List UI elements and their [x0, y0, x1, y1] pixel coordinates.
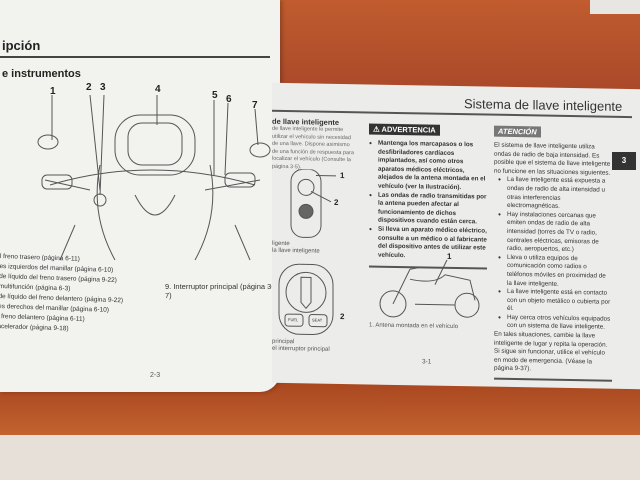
- col1-text: de llave inteligente le permite utilizar…: [272, 125, 354, 170]
- right-page: Sistema de llave inteligente de llave in…: [272, 82, 640, 390]
- callout: 2: [86, 82, 92, 93]
- caption: la llave inteligente: [272, 247, 320, 255]
- scooter-antenna-illustration: [379, 259, 480, 318]
- callout: 1: [340, 170, 345, 181]
- table-surface: [250, 0, 640, 95]
- header-rule: [0, 56, 270, 58]
- page-number: 3-1: [422, 358, 432, 366]
- callout: 6: [226, 94, 232, 105]
- page-title: Sistema de llave inteligente: [464, 96, 623, 114]
- warning-bullet: Las ondas de radio transmitidas por la a…: [369, 191, 487, 227]
- callout: 5: [212, 90, 218, 101]
- caption: el interruptor principal: [272, 345, 330, 353]
- section-header: ipción: [2, 38, 41, 53]
- callout: 7: [252, 100, 258, 111]
- warning-bullet: Si lleva un aparato médico eléctrico, co…: [369, 225, 487, 261]
- page-number: 2-3: [150, 372, 161, 379]
- chapter-tab: 3: [612, 152, 636, 170]
- warning-heading-text: ADVERTENCIA: [381, 124, 436, 135]
- callout: 2: [334, 197, 339, 207]
- left-page: ipción e instrumentos 1 2 3 4 5 6 7 l fr…: [0, 0, 280, 392]
- callout: 1: [50, 86, 56, 97]
- component-list: l freno trasero (página 6-11) es izquier…: [0, 252, 125, 336]
- attention-bullet: Hay instalaciones cercanas que emiten on…: [498, 210, 612, 255]
- attention-intro: El sistema de llave inteligente utiliza …: [494, 141, 611, 177]
- attention-rule: [494, 377, 612, 382]
- caption: 1. Antena montada en el vehículo: [369, 322, 459, 331]
- subheader: e instrumentos: [2, 68, 81, 80]
- seat-button-label: SEAT: [312, 317, 323, 323]
- background-paper: [590, 0, 640, 14]
- smart-key-illustration: [290, 169, 336, 238]
- warning-bullet: Mantenga los marcapasos o los desfibrila…: [369, 139, 487, 193]
- column-1: de llave inteligente de llave inteligent…: [272, 117, 356, 353]
- callout: 3: [100, 82, 106, 93]
- list-item-9: 9. Interruptor principal (página 3-7): [165, 282, 274, 300]
- callout: 4: [155, 84, 161, 95]
- main-switch-illustration: [278, 263, 334, 336]
- callout: 1: [447, 251, 452, 261]
- fuel-button-label: FUEL: [288, 317, 299, 323]
- warning-heading: ⚠ ADVERTENCIA: [369, 123, 440, 136]
- floor: [0, 435, 640, 480]
- caption: principal: [272, 338, 295, 346]
- attention-bullet: Lleva o utiliza equipos de comunicación …: [498, 253, 612, 289]
- column-2: ⚠ ADVERTENCIA Mantenga los marcapasos o …: [369, 118, 487, 330]
- handlebar-diagram: [37, 95, 271, 261]
- attention-heading: ATENCIÓN: [494, 125, 541, 138]
- column-3: ATENCIÓN El sistema de llave inteligente…: [494, 121, 612, 382]
- attention-bullet: La llave inteligente está en contacto co…: [498, 288, 612, 316]
- attention-bullet: La llave inteligente está expuesta a ond…: [498, 176, 612, 212]
- callout: 2: [340, 311, 345, 322]
- attention-outro: En tales situaciones, cambie la llave in…: [494, 330, 608, 373]
- caption: ligente: [272, 240, 290, 248]
- attention-bullet: Hay cerca otros vehículos equipados con …: [498, 314, 612, 333]
